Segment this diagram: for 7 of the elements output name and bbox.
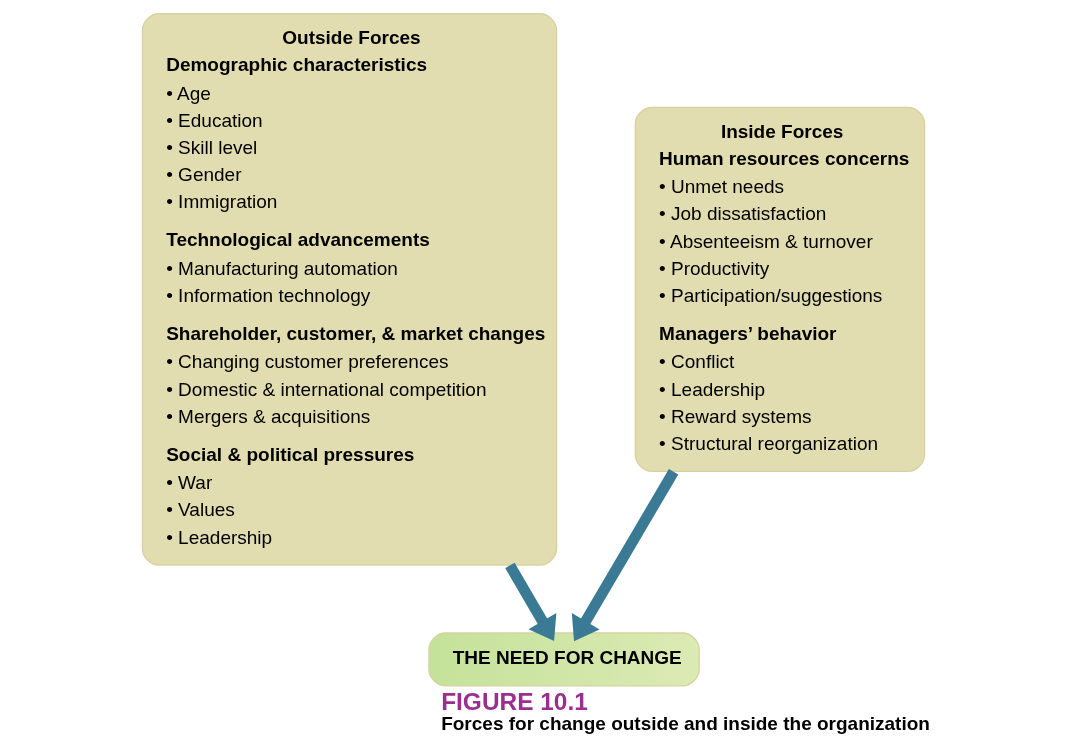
arrow [504, 562, 556, 641]
node-box: Outside Forces Demographic characteristics • Age • Education • Skill level • Gender • Immigration Technological advancements • Manufacturing automation • Information technology Shareholder, customer, & market changes • Changing customer preferences • Domestic & international competition • Mergers & acquisitions Social & political pressures • War • Values • Leadership [141, 13, 557, 566]
diagram-title: FIGURE 10.1 [440, 687, 588, 715]
caption: Forces for change outside and inside the organization [440, 712, 930, 734]
node-box: Inside Forces Human resources concerns • Unmet needs • Job dissatisfaction • Absenteeism & turnover • Productivity • Participation/suggestions Managers’ behavior • Conflict • Leadership • Reward systems • Structural reorganization [634, 106, 925, 473]
node-box: THE NEED FOR CHANGE [427, 632, 700, 687]
arrow [571, 469, 678, 642]
